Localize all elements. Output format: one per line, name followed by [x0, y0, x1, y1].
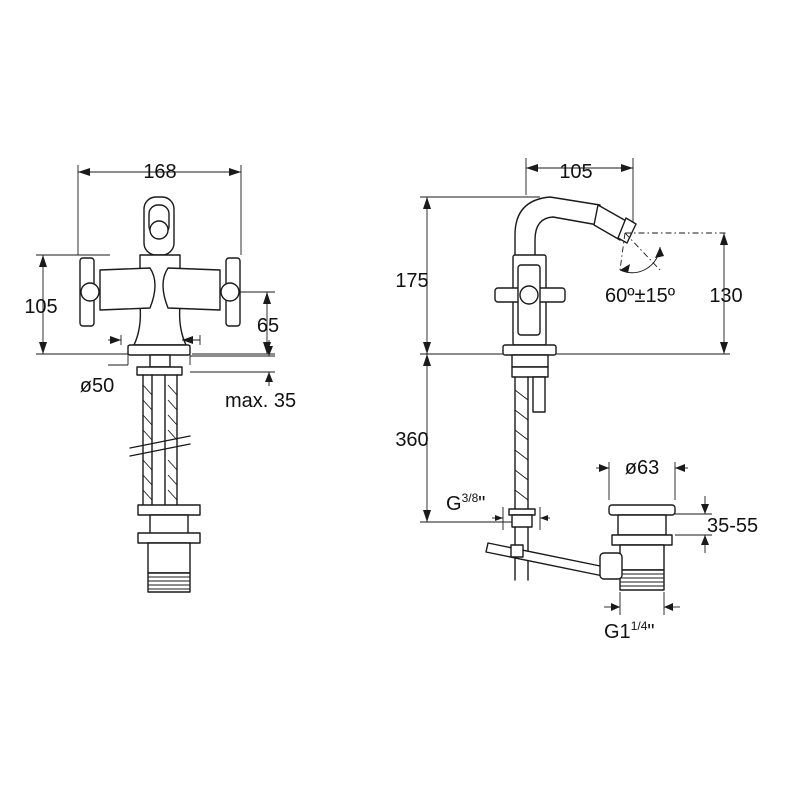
dimension-diameter-50: ø50 [80, 335, 201, 397]
dimension-spout-130: 130 [556, 233, 743, 355]
handle-65-label: 65 [257, 315, 279, 337]
dimension-height-175: 175 [395, 196, 540, 354]
reach-105-label: 105 [559, 161, 592, 183]
dimension-below-360: 360 [395, 353, 515, 523]
waste-thread-label: G11/4" [604, 619, 654, 643]
height-105-label: 105 [24, 296, 57, 318]
mixer-body [79, 196, 241, 368]
below-360-label: 360 [395, 429, 428, 451]
dimension-range-35-55: 35-55 [675, 496, 758, 553]
side-hoses [485, 354, 611, 581]
width-168-label: 168 [143, 161, 176, 183]
dimension-thread-inlet: G3/8" [446, 491, 550, 530]
spray-angle: 60º±15º [605, 232, 728, 307]
max-35-label: max. 35 [225, 390, 296, 412]
angle-label: 60º±15º [605, 285, 676, 307]
diameter-63-label: ø63 [625, 457, 659, 479]
dimension-waste-thread: G11/4" [604, 592, 680, 643]
thread-inlet-label: G3/8" [446, 491, 485, 515]
waste-fitting [599, 504, 676, 591]
diameter-50-label: ø50 [80, 375, 114, 397]
dimension-diameter-63: ø63 [596, 457, 688, 500]
spout-130-label: 130 [709, 285, 742, 307]
range-35-55-label: 35-55 [707, 515, 758, 537]
dimension-max-35: max. 35 [190, 340, 296, 412]
height-175-label: 175 [395, 270, 428, 292]
dimension-height-105: 105 [24, 254, 128, 355]
dimension-reach-105: 105 [525, 158, 634, 225]
front-view: 168 [24, 161, 296, 593]
dimension-width-168: 168 [77, 161, 242, 255]
supply-hoses [129, 366, 201, 593]
bidet-mixer-side [494, 196, 637, 356]
side-view: 105 175 [395, 158, 758, 643]
